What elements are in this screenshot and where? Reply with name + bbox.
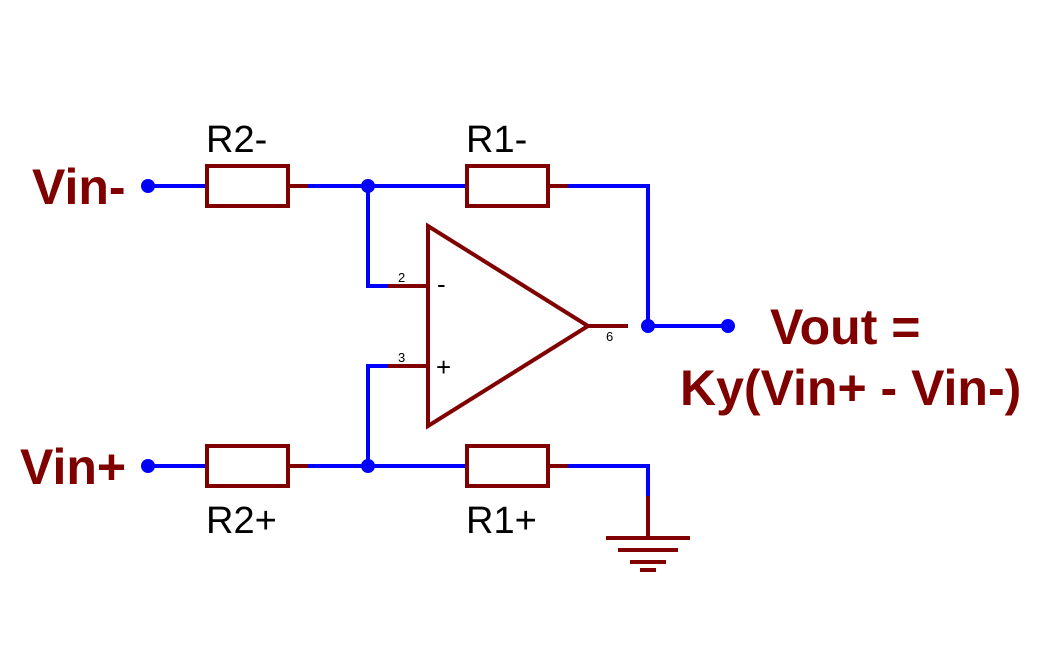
junctions bbox=[141, 179, 735, 473]
resistor-icon bbox=[465, 164, 550, 208]
junction-dot-icon bbox=[361, 459, 375, 473]
resistor-r2-minus bbox=[205, 164, 308, 208]
terminal-vin-minus-dot bbox=[141, 179, 155, 193]
label-vout-formula: Ky(Vin+ - Vin-) bbox=[680, 360, 1021, 416]
label-vin-plus: Vin+ bbox=[20, 439, 126, 495]
terminal-vout-dot bbox=[721, 319, 735, 333]
pin-number-noninverting: 3 bbox=[398, 350, 405, 365]
label-r1-minus: R1- bbox=[466, 119, 527, 161]
pin-number-output: 6 bbox=[606, 329, 613, 344]
opamp-icon bbox=[426, 222, 592, 430]
opamp-noninverting-sign: + bbox=[436, 352, 451, 382]
junction-dot-icon bbox=[361, 179, 375, 193]
opamp: 2 3 6 - + bbox=[388, 222, 628, 430]
opamp-inverting-sign: - bbox=[437, 269, 446, 299]
resistor-icon bbox=[205, 164, 290, 208]
resistor-r1-plus bbox=[465, 444, 568, 488]
junction-dot-icon bbox=[641, 319, 655, 333]
label-r1-plus: R1+ bbox=[466, 500, 537, 542]
label-r2-plus: R2+ bbox=[206, 500, 277, 542]
ground-icon bbox=[606, 496, 690, 572]
resistor-icon bbox=[205, 444, 290, 488]
resistor-icon bbox=[465, 444, 550, 488]
label-r2-minus: R2- bbox=[206, 119, 267, 161]
pin-number-inverting: 2 bbox=[398, 270, 405, 285]
terminal-vin-plus-dot bbox=[141, 459, 155, 473]
label-vin-minus: Vin- bbox=[32, 159, 126, 215]
label-vout: Vout = bbox=[770, 299, 920, 355]
resistor-r1-minus bbox=[465, 164, 568, 208]
resistor-r2-plus bbox=[205, 444, 308, 488]
